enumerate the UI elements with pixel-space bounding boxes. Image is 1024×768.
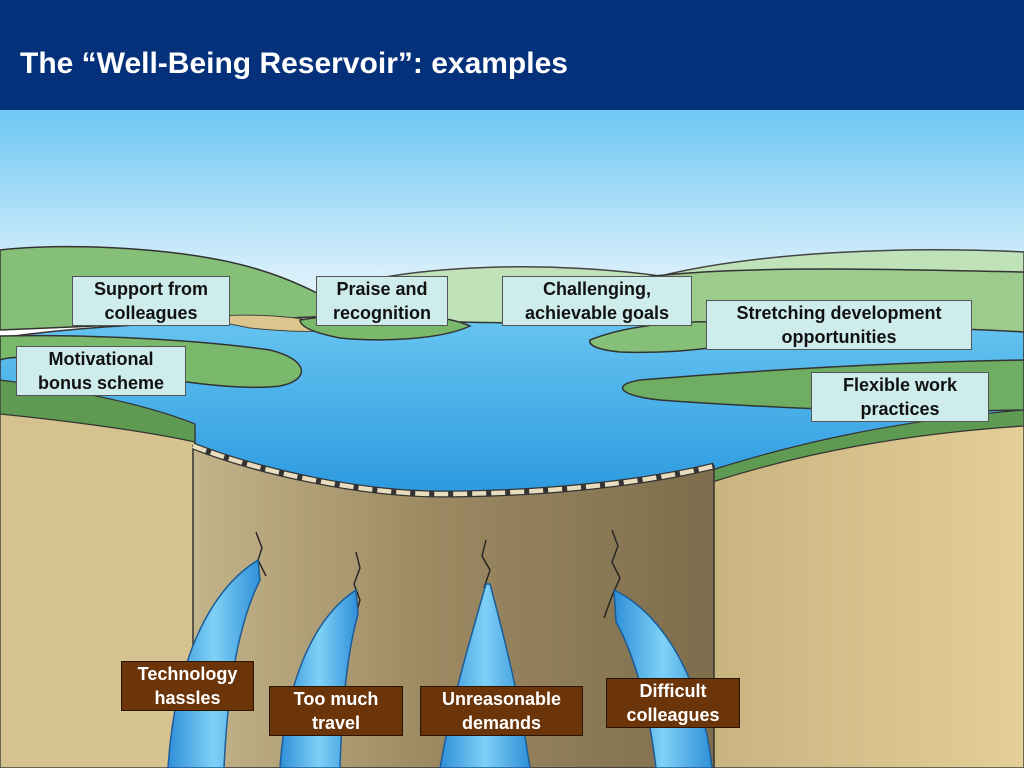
- label-too-much-travel: Too much travel: [269, 686, 403, 736]
- label-flexible-work-practices: Flexible work practices: [811, 372, 989, 422]
- left-bank: [0, 391, 196, 768]
- label-difficult-colleagues: Difficult colleagues: [606, 678, 740, 728]
- label-line: bonus scheme: [37, 373, 165, 393]
- label-support-from-colleagues: Support from colleagues: [72, 276, 230, 326]
- label-unreasonable-demands: Unreasonable demands: [420, 686, 583, 736]
- label-line: practices: [860, 399, 940, 419]
- label-praise-and-recognition: Praise and recognition: [316, 276, 448, 326]
- label-motivational-bonus-scheme: Motivational bonus scheme: [16, 346, 186, 396]
- label-line: Too much: [293, 689, 379, 709]
- label-line: Motivational: [48, 349, 154, 369]
- label-challenging-achievable-goals: Challenging, achievable goals: [502, 276, 692, 326]
- right-bank-grass: [711, 409, 1024, 483]
- label-line: opportunities: [781, 327, 897, 347]
- right-bank: [711, 423, 1024, 768]
- label-line: Challenging,: [542, 279, 651, 299]
- label-technology-hassles: Technology hassles: [121, 661, 254, 711]
- label-line: demands: [461, 713, 541, 733]
- dam-cracks: [255, 529, 621, 619]
- slide-title: The “Well-Being Reservoir”: examples: [20, 47, 568, 80]
- label-line: Unreasonable: [441, 689, 562, 709]
- label-line: hassles: [154, 688, 221, 708]
- label-line: Praise and: [336, 279, 428, 299]
- label-line: achievable goals: [524, 303, 670, 323]
- label-line: Flexible work: [842, 375, 958, 395]
- dam-top-blocks: [192, 443, 715, 497]
- label-line: Difficult: [639, 681, 707, 701]
- label-line: travel: [311, 713, 361, 733]
- label-line: Stretching development: [736, 303, 942, 323]
- label-stretching-development-opportunities: Stretching development opportunities: [706, 300, 972, 350]
- label-line: colleagues: [104, 303, 198, 323]
- label-line: Support from: [94, 279, 208, 299]
- label-line: recognition: [333, 303, 431, 323]
- label-line: colleagues: [626, 705, 720, 725]
- label-line: Technology: [137, 664, 238, 684]
- title-bar: The “Well-Being Reservoir”: examples: [0, 0, 1024, 110]
